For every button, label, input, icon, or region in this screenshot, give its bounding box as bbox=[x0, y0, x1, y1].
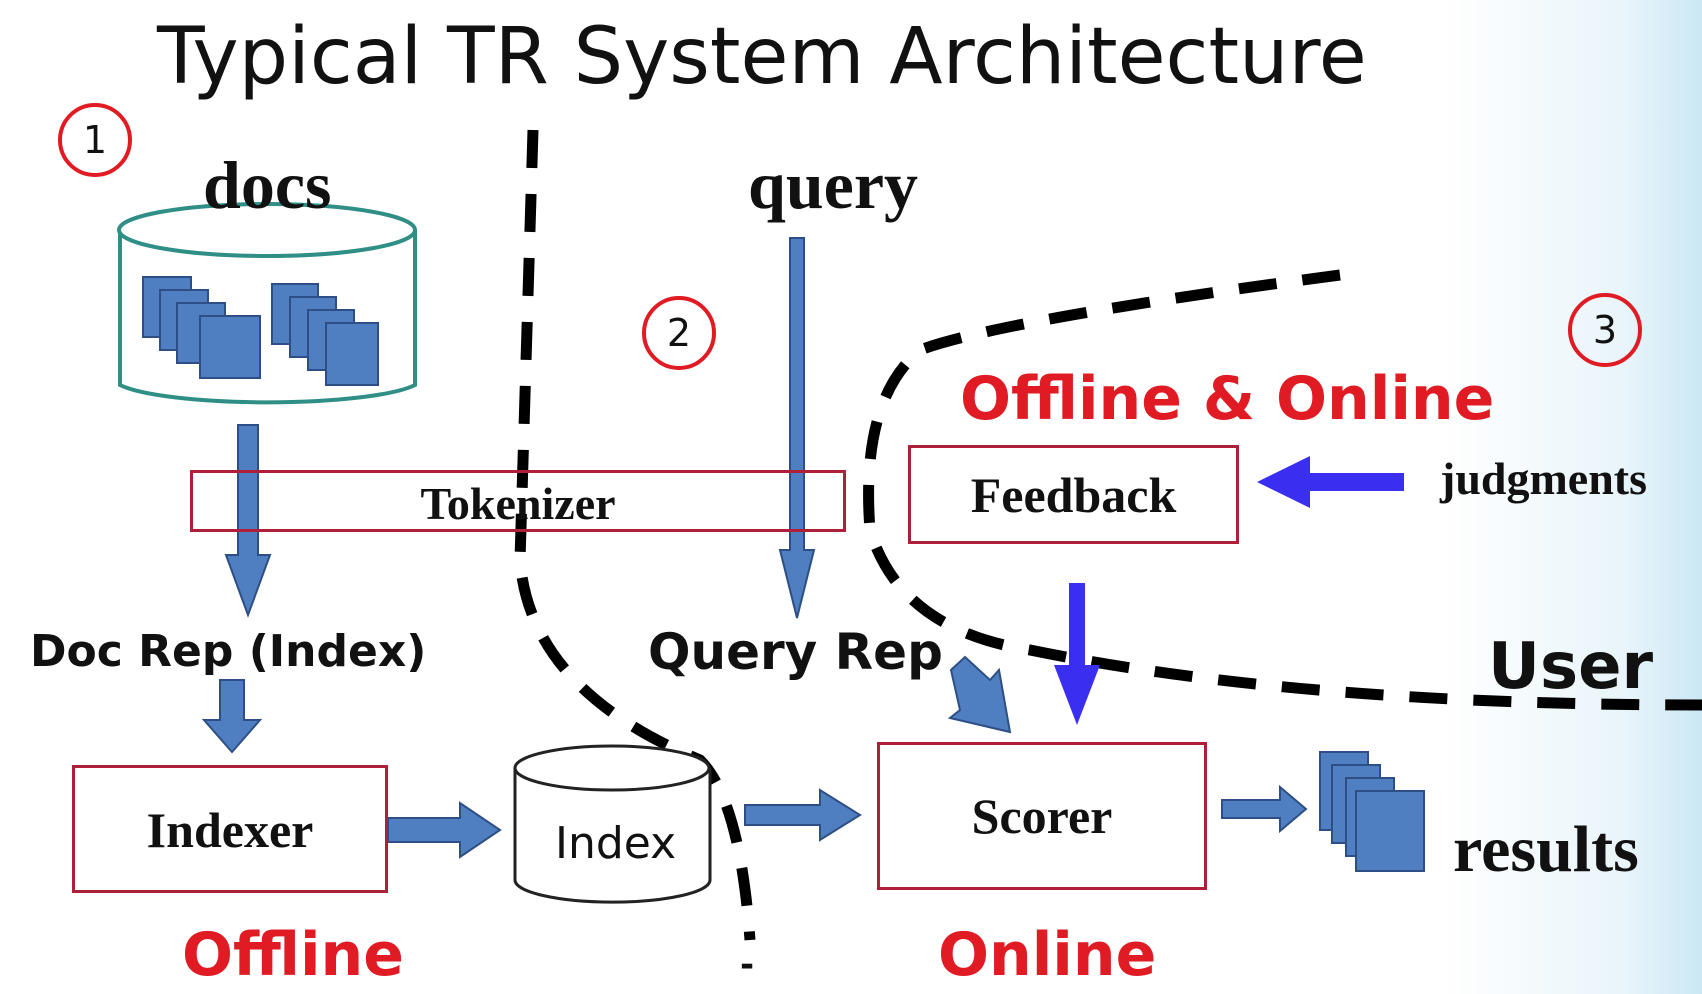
results-label: results bbox=[1453, 813, 1639, 886]
scorer-label: Scorer bbox=[971, 788, 1113, 844]
results-document-icon bbox=[1319, 751, 1425, 872]
docs-down-arrow bbox=[224, 424, 272, 618]
offline-online-label: Offline & Online bbox=[960, 364, 1495, 434]
query-label: query bbox=[748, 147, 918, 223]
stray-mark: - bbox=[740, 945, 755, 985]
query-rep-label: Query Rep bbox=[648, 623, 943, 681]
feedback-scorer-arrow bbox=[1054, 583, 1100, 725]
scorer-box: Scorer bbox=[877, 742, 1207, 890]
document-stack-icon bbox=[142, 276, 379, 386]
tokenizer-box: Tokenizer bbox=[190, 470, 846, 532]
scorer-results-arrow bbox=[1221, 784, 1308, 834]
step-marker-1: 1 bbox=[58, 103, 132, 177]
index-database-icon bbox=[513, 744, 712, 904]
feedback-label: Feedback bbox=[970, 467, 1177, 523]
index-scorer-arrow bbox=[744, 788, 862, 842]
judgments-feedback-arrow bbox=[1257, 456, 1404, 508]
queryrep-scorer-arrow bbox=[947, 655, 1012, 734]
indexer-box: Indexer bbox=[72, 765, 388, 893]
step-marker-2: 2 bbox=[642, 296, 716, 370]
background-gradient bbox=[1442, 0, 1702, 994]
indexer-index-arrow bbox=[387, 801, 502, 859]
docs-label: docs bbox=[203, 147, 332, 223]
judgments-label: judgments bbox=[1440, 453, 1648, 504]
feedback-box: Feedback bbox=[908, 445, 1239, 544]
offline-label: Offline bbox=[182, 920, 404, 990]
doc-rep-label: Doc Rep (Index) bbox=[30, 626, 427, 677]
index-label: Index bbox=[555, 818, 677, 869]
page-title: Typical TR System Architecture bbox=[157, 12, 1367, 102]
online-label: Online bbox=[938, 920, 1157, 990]
tokenizer-label: Tokenizer bbox=[420, 478, 616, 529]
user-label: User bbox=[1488, 630, 1654, 704]
indexer-label: Indexer bbox=[146, 802, 314, 858]
boundary-dashes bbox=[514, 129, 1702, 941]
query-down-arrow bbox=[778, 237, 816, 619]
step-marker-3: 3 bbox=[1568, 293, 1642, 367]
docrep-indexer-arrow bbox=[201, 679, 263, 754]
